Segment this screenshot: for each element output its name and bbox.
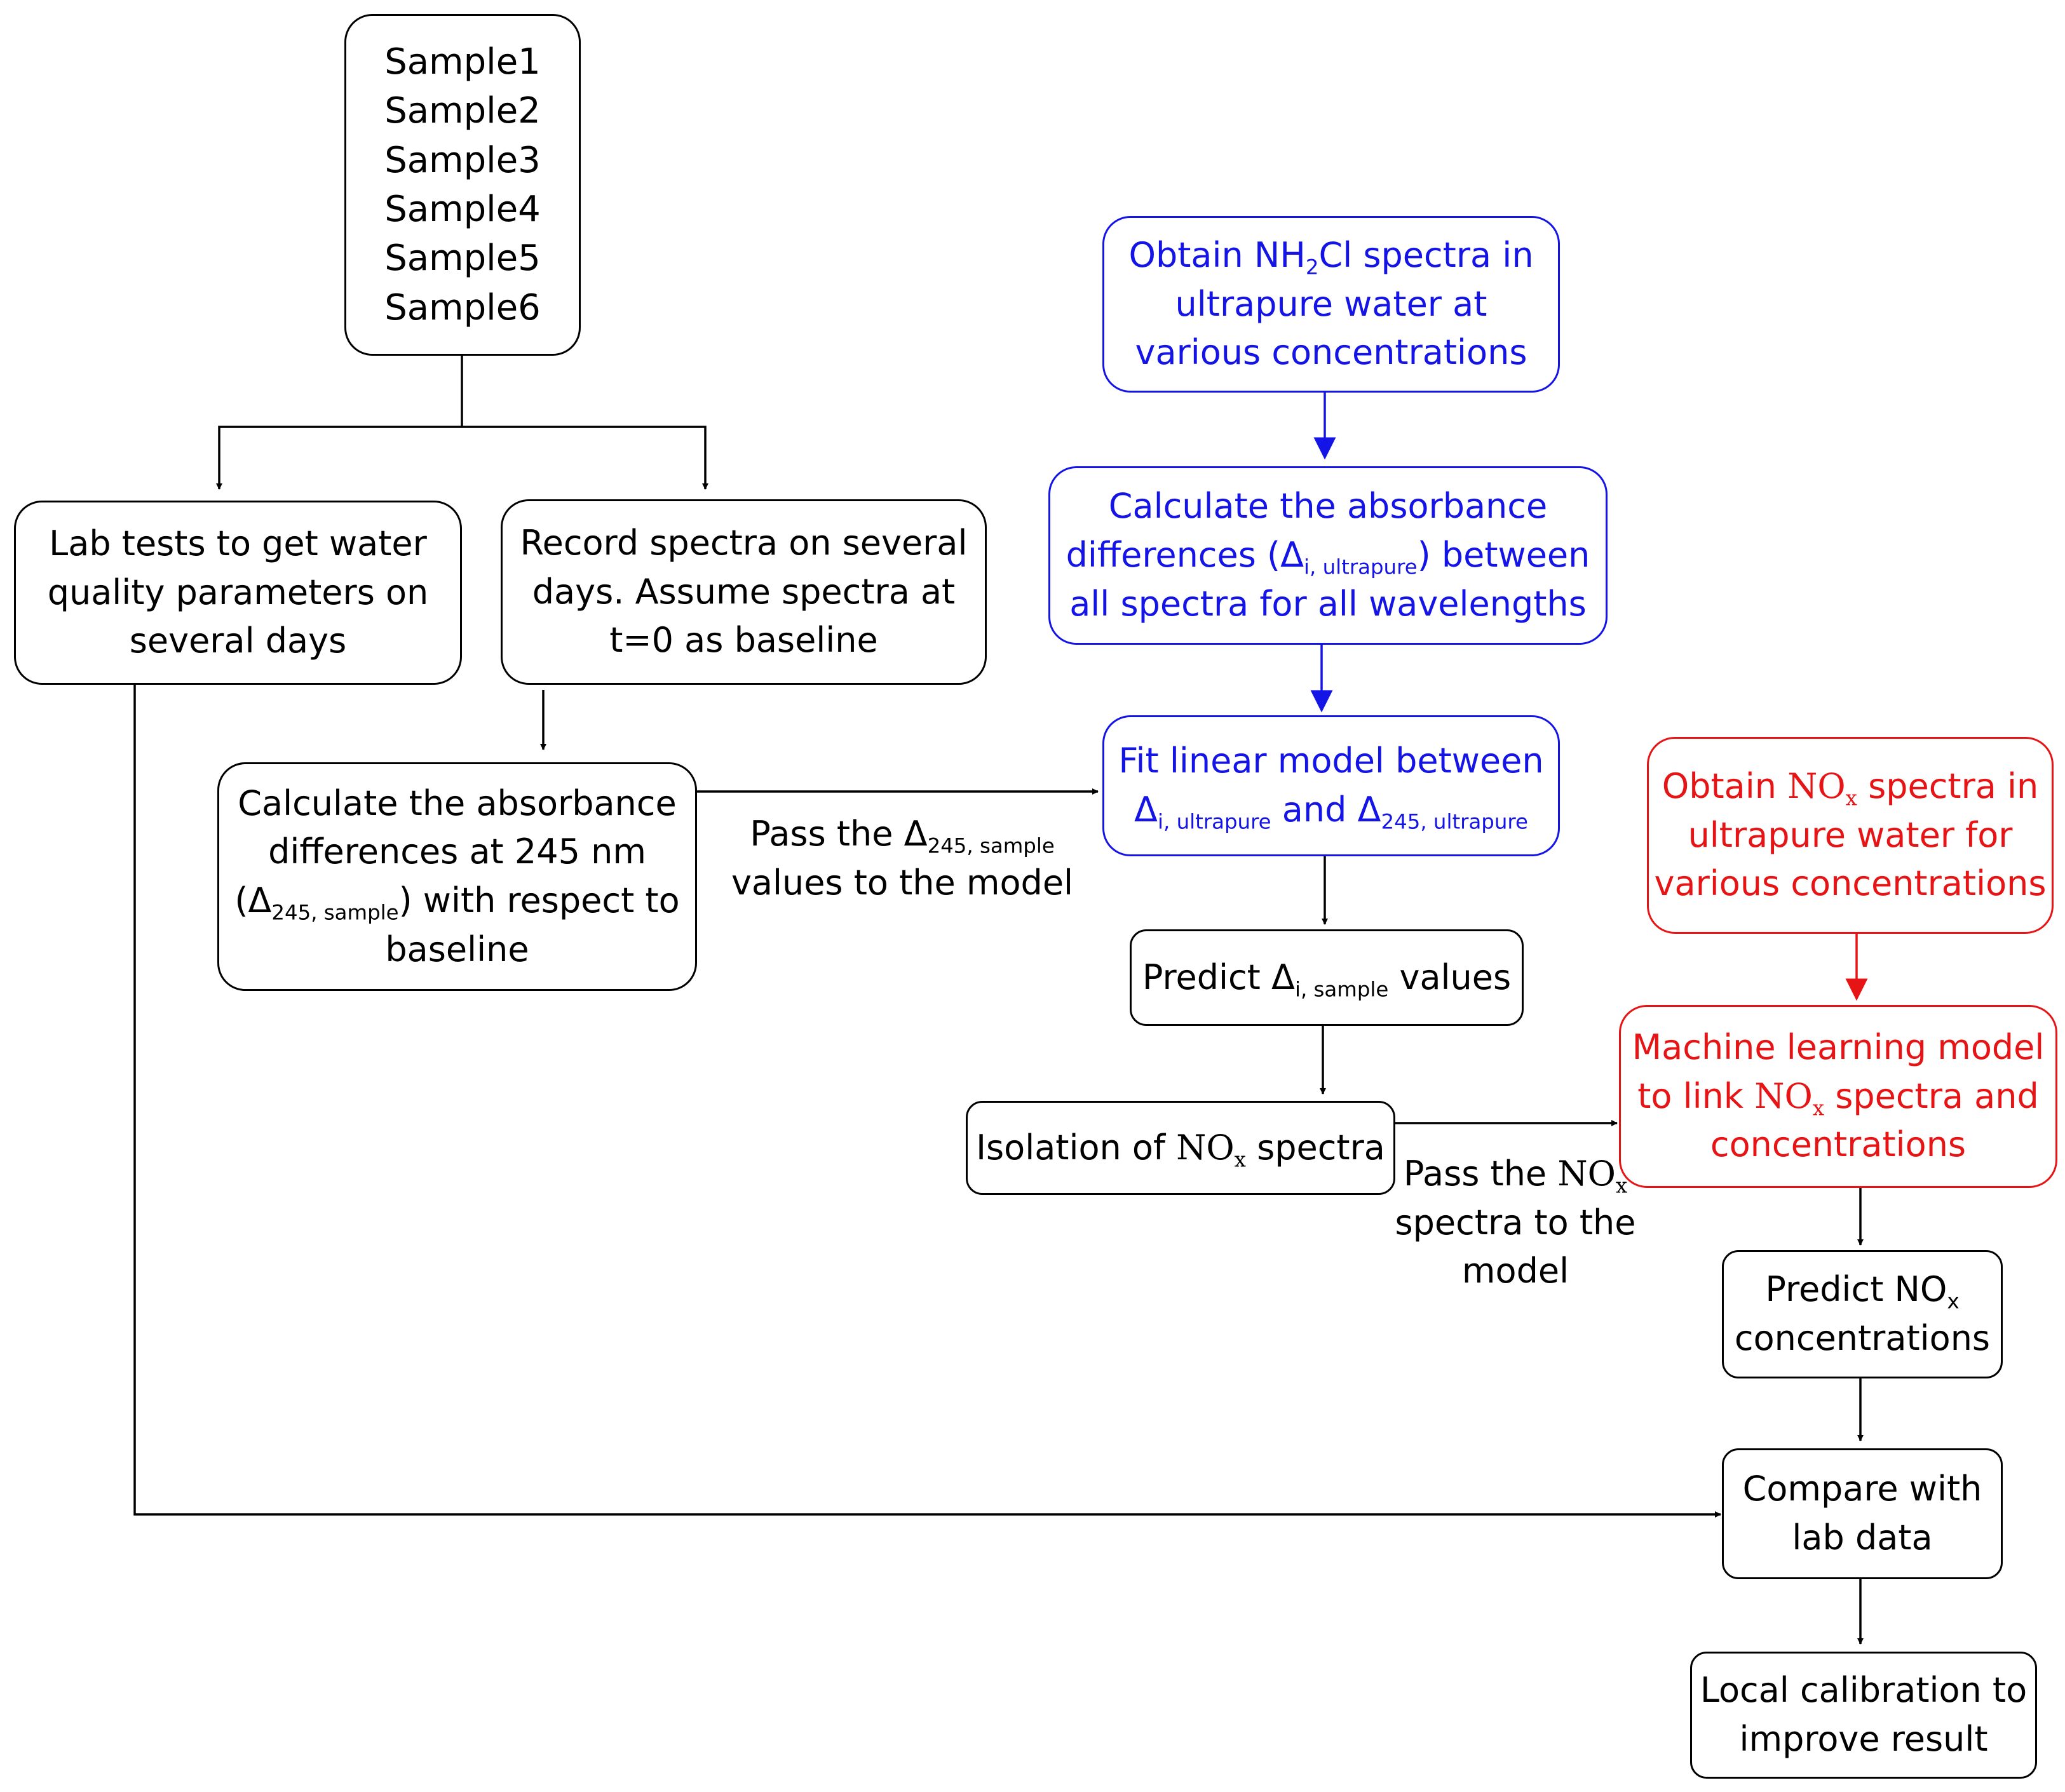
text-run: Cl spectra in [1318, 234, 1534, 275]
record-spectra-node: Record spectra on several days. Assume s… [501, 499, 987, 685]
node-text: Compare with [1742, 1469, 1982, 1509]
node-text: differences at 245 nm [268, 832, 646, 872]
chem-formula: NO [1754, 1075, 1813, 1116]
sample-label: Sample2 [384, 90, 541, 132]
text-run: differences (Δ [1066, 535, 1304, 576]
label-text: model [1461, 1251, 1569, 1291]
node-text: t=0 as baseline [609, 620, 878, 661]
label-text: values to the model [731, 862, 1074, 903]
subscript: i, ultrapure [1158, 809, 1271, 834]
text-run: spectra in [1857, 765, 2039, 806]
node-text: (Δ245, sample) with respect to [234, 877, 679, 926]
text-run: Δ [1134, 790, 1158, 830]
node-text: concentrations [1734, 1318, 1991, 1358]
isolation-node: Isolation of NOx spectra [966, 1101, 1395, 1195]
text-run: spectra and [1824, 1075, 2039, 1116]
label-text: spectra to the [1395, 1202, 1636, 1243]
predict-nox-node: Predict NOx concentrations [1722, 1250, 2003, 1378]
edge-label-pass-nox: Pass the NOx spectra to the model [1388, 1150, 1642, 1296]
node-text: various concentrations [1654, 863, 2047, 904]
node-text: Obtain NH2Cl spectra in [1128, 231, 1533, 280]
sample-label: Sample4 [384, 189, 541, 230]
node-text: Local calibration to [1700, 1670, 2028, 1711]
text-run: spectra [1245, 1127, 1385, 1168]
edge-samples-to-lab [216, 426, 462, 490]
compare-node: Compare with lab data [1722, 1448, 2003, 1579]
text-run: Predict Δ [1142, 957, 1295, 997]
chem-formula: NO [1176, 1127, 1235, 1168]
node-text: Calculate the absorbance [1108, 486, 1548, 527]
node-text: Lab tests to get water [49, 523, 427, 563]
text-run: Pass the [1403, 1154, 1558, 1194]
subscript: 245, ultrapure [1381, 809, 1528, 834]
edge-samples-to-record [462, 426, 708, 490]
sample-label: Sample6 [384, 286, 541, 328]
text-run: Predict NO [1765, 1269, 1947, 1310]
subscript: i, sample [1294, 976, 1389, 1001]
subscript: 245, sample [927, 833, 1055, 858]
subscript: x [1234, 1147, 1246, 1171]
chem-formula: NO [1557, 1154, 1616, 1194]
subscript: i, ultrapure [1304, 555, 1418, 579]
text-run: Obtain NH [1128, 234, 1306, 275]
node-text: differences (Δi, ultrapure) between [1066, 531, 1590, 580]
node-text: all spectra for all wavelengths [1069, 583, 1587, 624]
text-run: ) with respect to [398, 880, 680, 920]
node-text: Predict NOx [1765, 1265, 1959, 1314]
calc-diff-ultrapure-node: Calculate the absorbance differences (Δi… [1048, 466, 1608, 645]
text-run: to link [1637, 1075, 1755, 1116]
edge-label-pass-delta: Pass the Δ245, sample values to the mode… [731, 810, 1074, 907]
text-run: ) between [1417, 535, 1590, 576]
node-text: Isolation of NOx spectra [976, 1124, 1385, 1173]
node-text: Record spectra on several [520, 522, 968, 563]
node-text: lab data [1792, 1518, 1933, 1558]
node-text: various concentrations [1135, 332, 1527, 373]
local-calibration-node: Local calibration to improve result [1690, 1652, 2037, 1779]
sample-label: Sample1 [384, 41, 541, 83]
text-run: (Δ [234, 880, 272, 920]
label-text: Pass the Δ245, sample [731, 810, 1074, 859]
node-text: several days [129, 621, 347, 661]
predict-delta-node: Predict Δi, sample values [1130, 929, 1524, 1026]
node-text: quality parameters on [47, 572, 429, 612]
node-text: Machine learning model [1632, 1027, 2045, 1067]
node-text: improve result [1739, 1719, 1988, 1759]
node-text: Fit linear model between [1118, 741, 1544, 781]
samples-node: Sample1 Sample2 Sample3 Sample4 Sample5 … [344, 14, 581, 356]
text-run: and [1271, 790, 1358, 830]
text-run: Isolation of [976, 1127, 1177, 1168]
subscript: 2 [1305, 255, 1319, 280]
node-text: Obtain NOx spectra in [1662, 762, 2039, 811]
node-text: concentrations [1710, 1124, 1967, 1165]
node-text: Calculate the absorbance [238, 783, 677, 823]
edge-lab-to-compare [133, 685, 1721, 1518]
subscript: x [1615, 1173, 1628, 1198]
node-text: Predict Δi, sample values [1142, 953, 1511, 1002]
obtain-nh2cl-node: Obtain NH2Cl spectra in ultrapure water … [1102, 216, 1560, 393]
sample-label: Sample5 [384, 238, 541, 280]
label-text: Pass the NOx [1388, 1150, 1642, 1199]
node-text: ultrapure water for [1688, 814, 2013, 855]
node-text: ultrapure water at [1175, 283, 1487, 324]
subscript: x [1812, 1095, 1825, 1120]
text-run: Δ [1357, 790, 1381, 830]
subscript: 245, sample [271, 900, 399, 925]
calc-245-node: Calculate the absorbance differences at … [217, 762, 697, 991]
node-text: to link NOx spectra and [1637, 1072, 2039, 1121]
node-text: baseline [385, 929, 529, 969]
text-run: Pass the Δ [750, 814, 928, 854]
subscript: x [1947, 1289, 1960, 1314]
chem-formula: NO [1787, 765, 1846, 806]
lab-tests-node: Lab tests to get water quality parameter… [14, 501, 462, 685]
obtain-nox-node: Obtain NOx spectra in ultrapure water fo… [1647, 737, 2054, 934]
node-text: Δi, ultrapure and Δ245, ultrapure [1134, 786, 1528, 835]
sample-label: Sample3 [384, 139, 541, 181]
subscript: x [1845, 786, 1857, 811]
ml-model-node: Machine learning model to link NOx spect… [1619, 1005, 2057, 1188]
fit-linear-node: Fit linear model between Δi, ultrapure a… [1102, 715, 1560, 856]
text-run: Obtain [1662, 765, 1788, 806]
node-text: days. Assume spectra at [532, 571, 956, 612]
text-run: values [1388, 957, 1512, 997]
